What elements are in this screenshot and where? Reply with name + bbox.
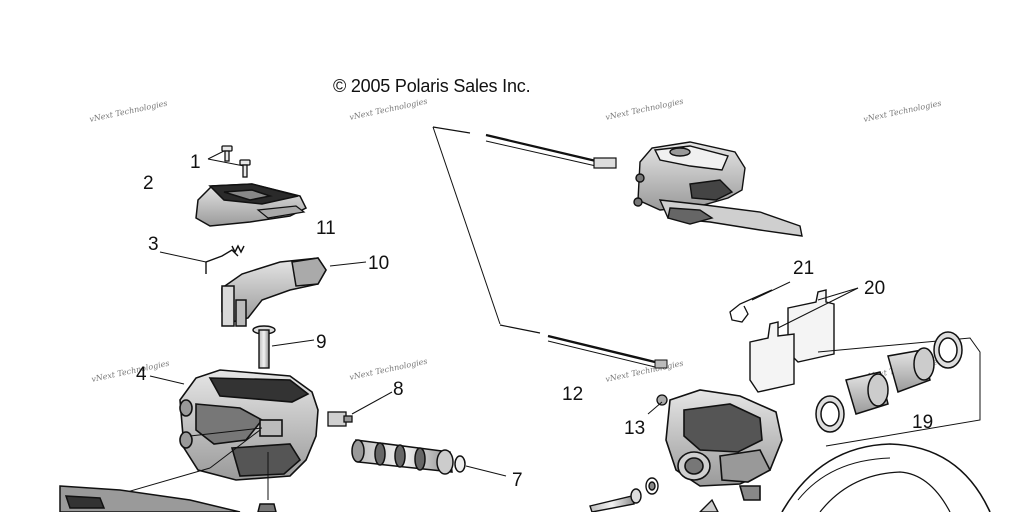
caliper-body xyxy=(665,389,783,501)
part-19-pistons-seals xyxy=(815,331,981,447)
watermark: vNext Technologies xyxy=(605,97,685,122)
callout-1: 1 xyxy=(190,152,201,173)
part-9-pin xyxy=(252,325,315,369)
callout-3: 3 xyxy=(148,234,159,255)
caliper-bolt xyxy=(589,477,719,512)
leader-lines xyxy=(119,427,269,500)
svg-text:vNext Technologies: vNext Technologies xyxy=(863,99,943,124)
master-cylinder-assembly xyxy=(633,141,803,237)
svg-text:vNext Technologies: vNext Technologies xyxy=(349,357,429,382)
part-7-piston xyxy=(351,439,507,477)
part-3-spring xyxy=(159,244,245,274)
part-11-gasket xyxy=(256,205,306,219)
svg-text:vNext Technologies: vNext Technologies xyxy=(91,359,171,384)
callout-7: 7 xyxy=(512,470,523,491)
watermark: vNext Technologies xyxy=(349,97,429,122)
svg-text:vNext Technologies: vNext Technologies xyxy=(605,97,685,122)
callout-11: 11 xyxy=(316,218,336,239)
callout-labels: 1 2 3 4 7 8 9 10 11 12 13 19 20 21 xyxy=(136,152,933,491)
part-13-bleeder xyxy=(647,394,668,415)
copyright-notice: © 2005 Polaris Sales Inc. xyxy=(333,76,531,96)
part-10-lever-arm xyxy=(221,257,367,327)
callout-19: 19 xyxy=(912,412,933,433)
watermark: vNext Technologies xyxy=(605,359,685,384)
callout-9: 9 xyxy=(316,332,327,353)
svg-text:vNext Technologies: vNext Technologies xyxy=(349,97,429,122)
callout-8: 8 xyxy=(393,379,404,400)
watermark: vNext Technologies xyxy=(91,359,171,384)
lever-blade xyxy=(59,485,277,512)
part-20-brake-pads xyxy=(749,287,859,393)
part-21-clip xyxy=(729,281,791,323)
svg-text:vNext Technologies: vNext Technologies xyxy=(89,99,169,124)
svg-text:vNext Technologies: vNext Technologies xyxy=(605,359,685,384)
part-4-master-cylinder-body xyxy=(149,369,319,481)
watermark: vNext Technologies xyxy=(863,99,943,124)
brake-disc xyxy=(781,443,991,512)
callout-21: 21 xyxy=(793,258,814,279)
watermark: vNext Technologies xyxy=(89,99,169,124)
part-8-switch xyxy=(327,391,393,427)
brake-line xyxy=(432,126,668,369)
callout-13: 13 xyxy=(624,418,645,439)
callout-10: 10 xyxy=(368,253,389,274)
callout-12: 12 xyxy=(562,384,583,405)
callout-2: 2 xyxy=(143,173,154,194)
part-1-screws xyxy=(207,145,251,178)
watermark: vNext Technologies xyxy=(349,357,429,382)
part-2-reservoir-cover xyxy=(195,183,308,227)
callout-4: 4 xyxy=(136,364,147,385)
callout-20: 20 xyxy=(864,278,885,299)
